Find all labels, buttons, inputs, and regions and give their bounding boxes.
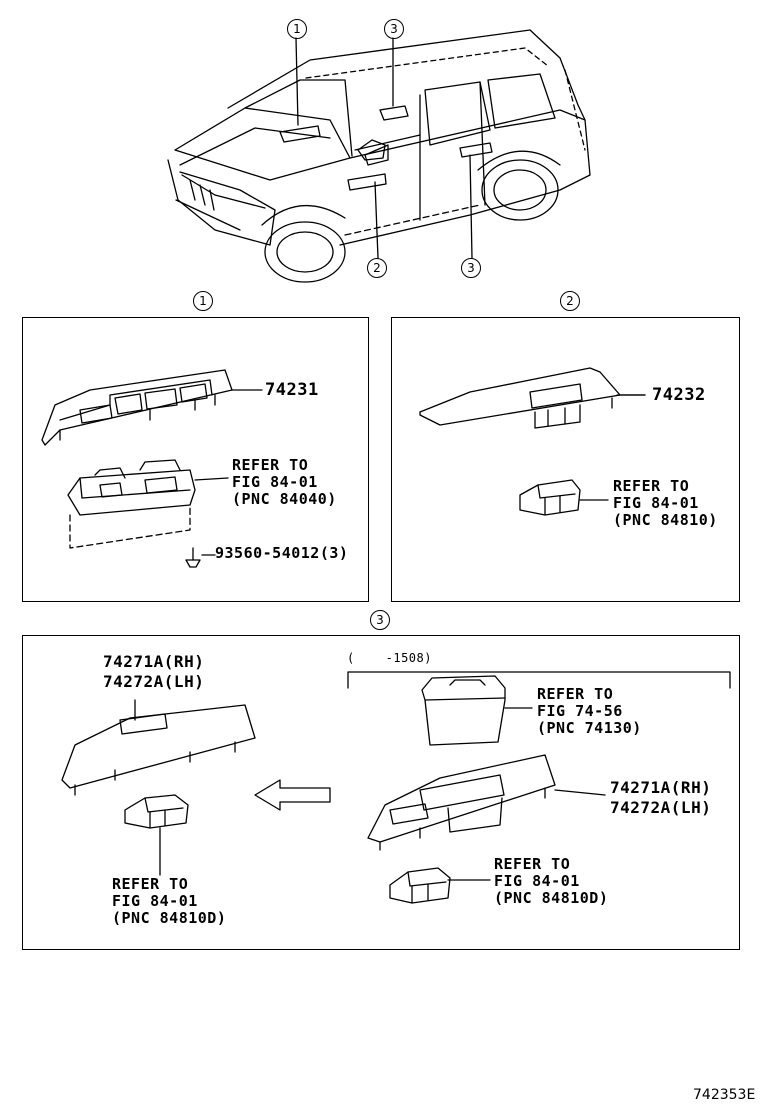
part-number-rear-left: 74271A(RH) 74272A(LH) — [103, 652, 205, 691]
panel2-art — [419, 367, 646, 516]
callout-marker-2: 2 — [367, 258, 387, 278]
callout-marker-3-lower: 3 — [461, 258, 481, 278]
refer-label-rear-right: REFER TO FIG 84-01 (PNC 84810D) — [494, 855, 609, 907]
panel2-marker: 2 — [560, 291, 580, 311]
panel1-marker: 1 — [193, 291, 213, 311]
panel3-marker: 3 — [370, 610, 390, 630]
refer-label-pnc-84810: REFER TO FIG 84-01 (PNC 84810) — [613, 477, 718, 529]
callout-marker-3: 3 — [384, 19, 404, 39]
panel3-art — [61, 671, 731, 904]
part-number-rear-right: 74271A(RH) 74272A(LH) — [610, 778, 712, 817]
refer-label-pnc-84040: REFER TO FIG 84-01 (PNC 84040) — [232, 456, 337, 508]
figure-number: 742353E — [693, 1087, 756, 1103]
screw-part-number: 93560-54012(3) — [215, 544, 349, 562]
refer-label-rear-left: REFER TO FIG 84-01 (PNC 84810D) — [112, 875, 227, 927]
refer-label-cup-holder: REFER TO FIG 74-56 (PNC 74130) — [537, 685, 642, 737]
vehicle-drawing — [167, 29, 591, 283]
part-number-74231: 74231 — [265, 380, 319, 400]
part-number-74232: 74232 — [652, 385, 706, 405]
panel-rear-switch — [22, 635, 740, 950]
callout-marker-1: 1 — [287, 19, 307, 39]
panel-driver-switch — [22, 317, 369, 602]
date-range-note: ( -1508) — [347, 651, 432, 665]
panel-passenger-switch — [391, 317, 740, 602]
panel1-art — [41, 369, 263, 568]
